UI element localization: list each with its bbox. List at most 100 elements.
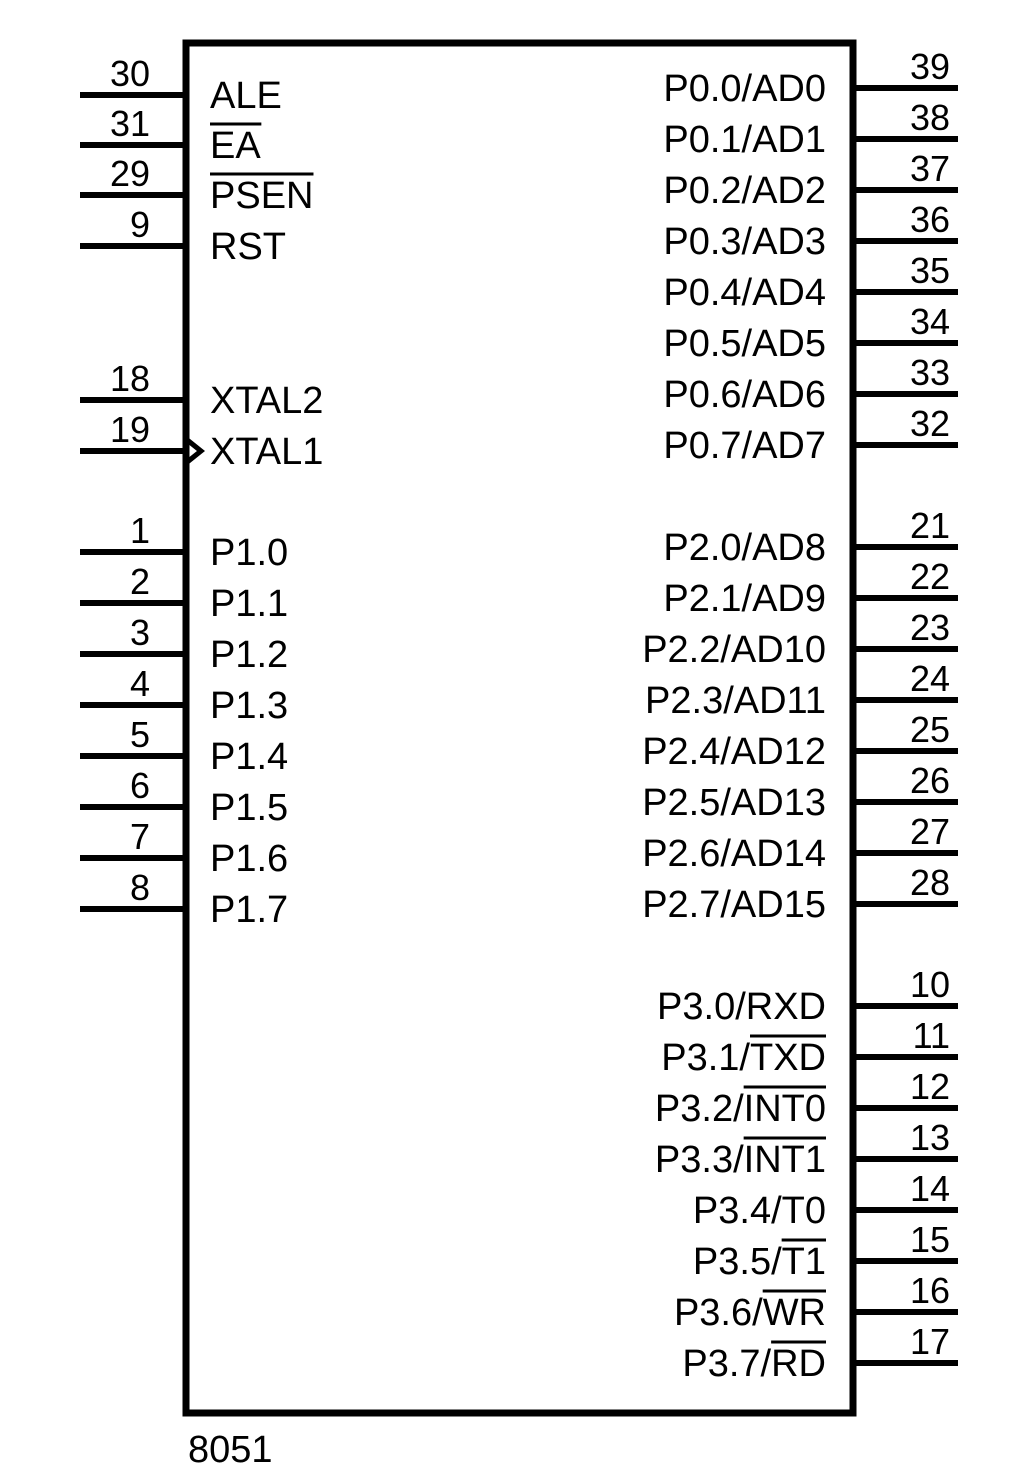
pin-label: P0.4/AD4 [663, 272, 826, 314]
pin-label: P3.0/RXD [657, 986, 826, 1028]
pin-number: 6 [130, 765, 150, 806]
pin-number: 2 [130, 561, 150, 602]
pin-label-text: P2.1/AD9 [663, 578, 826, 620]
pin-number: 15 [910, 1219, 950, 1260]
pin-label: P2.5/AD13 [642, 782, 826, 824]
pin-number: 26 [910, 760, 950, 801]
pin-label: RST [210, 226, 286, 268]
pin-label: P3.4/T0 [693, 1190, 826, 1232]
pin-number: 27 [910, 811, 950, 852]
pin-label: P3.5/T1 [693, 1241, 826, 1283]
pin-label-text: P0.4/AD4 [663, 272, 826, 314]
pin-number: 9 [130, 204, 150, 245]
pin-label: P2.3/AD11 [645, 680, 826, 722]
pin-number: 37 [910, 148, 950, 189]
pin-label: P0.3/AD3 [663, 221, 826, 263]
pin-number: 31 [110, 103, 150, 144]
pin-label: P3.7/RD [682, 1343, 826, 1385]
pin-label-text: P3.7/ [682, 1343, 771, 1385]
pin-number: 5 [130, 714, 150, 755]
pin-number: 13 [910, 1117, 950, 1158]
pin-number: 33 [910, 352, 950, 393]
pin-number: 24 [910, 658, 950, 699]
pin-number: 38 [910, 97, 950, 138]
pin-label-text: P0.2/AD2 [663, 170, 826, 212]
chip-body [182, 39, 857, 1417]
pin-label-text: P3.3/ [655, 1139, 744, 1181]
pin-label: P1.5 [210, 787, 288, 829]
pin-label-text: P3.6/ [674, 1292, 763, 1334]
pin-number: 16 [910, 1270, 950, 1311]
pin-label: P1.1 [210, 583, 288, 625]
left-pin: 8P1.7 [80, 867, 288, 931]
pin-label-text: P0.7/AD7 [663, 425, 826, 467]
pin-number: 34 [910, 301, 950, 342]
pin-label-overbar-text: T1 [782, 1241, 826, 1283]
pin-label: P0.1/AD1 [663, 119, 826, 161]
pin-label-text: P2.2/AD10 [642, 629, 826, 671]
pin-label-overbar-text: RD [771, 1343, 826, 1385]
left-pin: 3P1.2 [80, 612, 288, 676]
pin-label: P2.6/AD14 [642, 833, 826, 875]
pin-label: P0.5/AD5 [663, 323, 826, 365]
pin-label-overbar-text: INT1 [744, 1139, 826, 1181]
pin-number: 39 [910, 46, 950, 87]
pin-label-text: P2.0/AD8 [663, 527, 826, 569]
pin-label-text: P2.6/AD14 [642, 833, 826, 875]
pin-label: P3.6/WR [674, 1292, 826, 1334]
left-pin: 2P1.1 [80, 561, 288, 625]
pin-label: EA [210, 125, 261, 167]
pin-label: P1.2 [210, 634, 288, 676]
pin-number: 3 [130, 612, 150, 653]
pin-label: P2.1/AD9 [663, 578, 826, 620]
pin-number: 14 [910, 1168, 950, 1209]
pin-label-text: P3.4/T0 [693, 1190, 826, 1232]
pin-label: P2.4/AD12 [642, 731, 826, 773]
pin-number: 4 [130, 663, 150, 704]
pin-label-overbar-text: WR [763, 1292, 826, 1334]
pin-label-text: P2.5/AD13 [642, 782, 826, 824]
pin-number: 7 [130, 816, 150, 857]
pin-number: 29 [110, 153, 150, 194]
pin-number: 11 [913, 1015, 950, 1056]
pin-label-text: P0.3/AD3 [663, 221, 826, 263]
pin-label-overbar-text: TXD [750, 1037, 826, 1079]
pin-label-text: P2.3/AD11 [645, 680, 826, 722]
pin-label: P1.6 [210, 838, 288, 880]
pin-label: P0.2/AD2 [663, 170, 826, 212]
pin-label: P3.2/INT0 [655, 1088, 826, 1130]
pin-label-text: P0.1/AD1 [663, 119, 826, 161]
pin-label: P1.4 [210, 736, 288, 778]
pin-label-text: P0.0/AD0 [663, 68, 826, 110]
pin-label: P0.0/AD0 [663, 68, 826, 110]
right-pin-group: 39P0.0/AD038P0.1/AD137P0.2/AD236P0.3/AD3… [642, 46, 958, 1385]
pin-label: P1.3 [210, 685, 288, 727]
pin-label: ALE [210, 75, 282, 117]
clock-input-marker [184, 437, 206, 465]
left-pin-group: 30ALE31EA29PSEN9RST18XTAL219XTAL11P1.02P… [80, 53, 323, 931]
pin-label: XTAL1 [210, 431, 323, 473]
pin-number: 21 [910, 505, 950, 546]
pin-label: XTAL2 [210, 380, 323, 422]
pin-label: P1.0 [210, 532, 288, 574]
